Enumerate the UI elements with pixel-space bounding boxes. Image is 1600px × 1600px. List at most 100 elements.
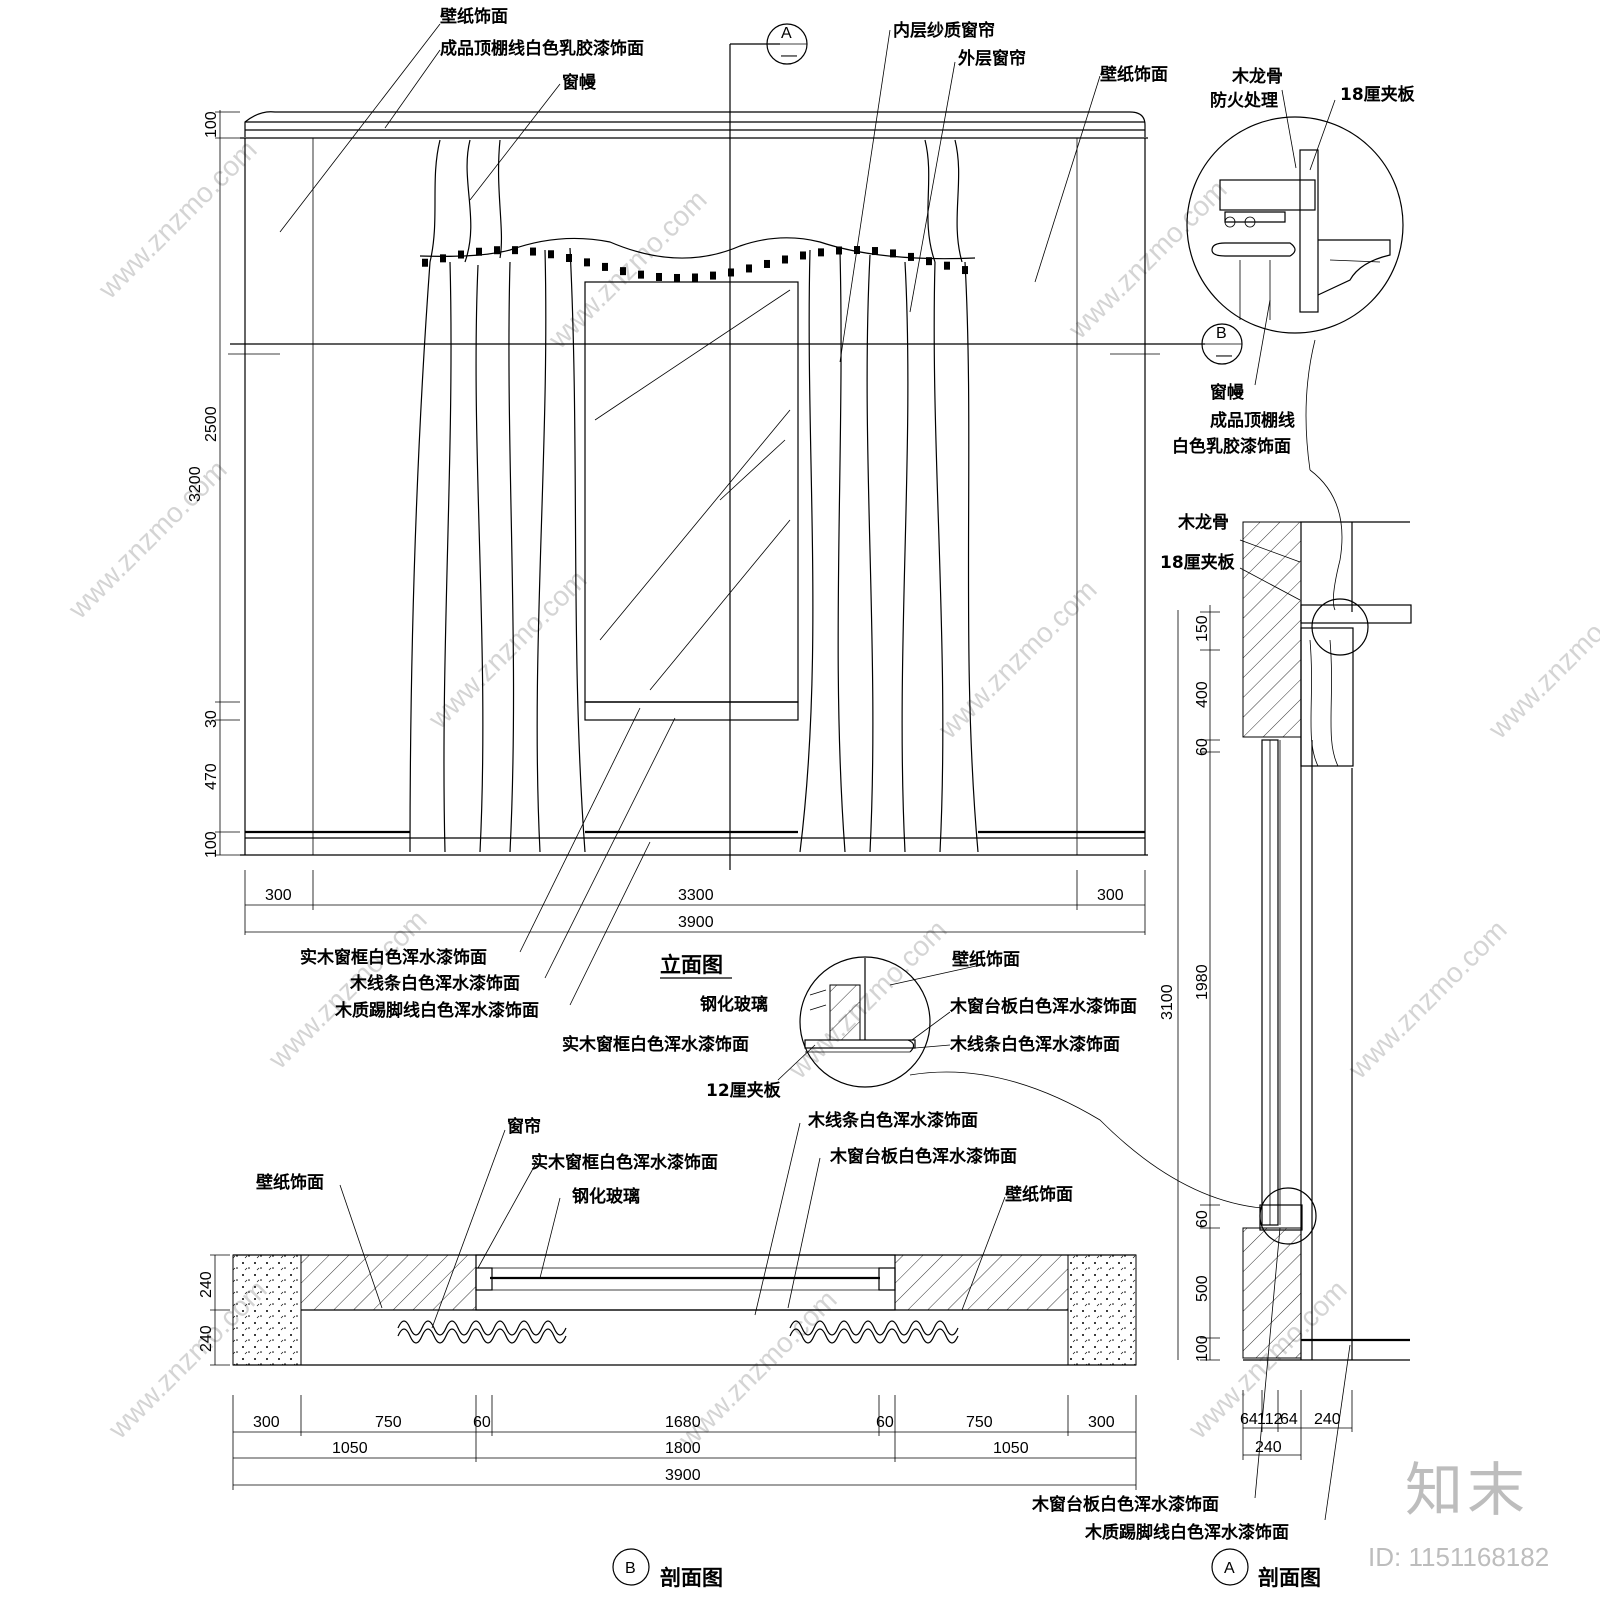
tassel (764, 259, 770, 268)
label-valance: 窗幔 (562, 72, 597, 93)
valance (419, 237, 976, 260)
dim-h: 3300 (678, 887, 714, 904)
section-a-title: 剖面图 (1258, 1566, 1321, 1590)
logo-id: ID: 1151168182 (1368, 1542, 1549, 1572)
section-b-marker-label: B (625, 1560, 636, 1577)
tassel (530, 247, 536, 256)
section-a-view: 150 400 60 1980 60 500 100 3100 64 112 6… (1031, 512, 1412, 1590)
tassel (638, 270, 644, 279)
tassel (800, 251, 806, 260)
tassel (476, 247, 482, 256)
section-b-label: 木窗台板白色浑水漆饰面 (829, 1146, 1017, 1167)
watermark-text: www.znzmo.com (1342, 914, 1513, 1085)
dim-v: 150 (1194, 615, 1211, 642)
tassel (494, 246, 500, 255)
tassel (710, 271, 716, 280)
dim-h: 300 (253, 1414, 280, 1431)
brand-logo: 知末 ID: 1151168182 (1368, 1456, 1549, 1572)
detail-top-label: 窗幔 (1210, 382, 1245, 403)
tassel (728, 268, 734, 277)
section-a-marker (1211, 1548, 1249, 1586)
section-marker-b-sub: — (1216, 347, 1232, 364)
dim-h: 240 (1255, 1439, 1282, 1456)
detail-sill-label: 钢化玻璃 (700, 994, 768, 1015)
dim-h: 300 (1088, 1414, 1115, 1431)
section-b-title: 剖面图 (660, 1566, 723, 1590)
section-a-marker-label: A (1224, 1560, 1235, 1577)
section-marker-a-label: A (781, 25, 792, 42)
tassel (962, 266, 968, 275)
dim-h: 1800 (665, 1440, 701, 1457)
tassel (746, 264, 752, 273)
section-a-label: 木龙骨 (1177, 512, 1229, 533)
curtain-fold (789, 1320, 959, 1344)
section-marker-b-label: B (1216, 325, 1227, 342)
tassel (602, 262, 608, 271)
section-marker-a-sub: — (781, 47, 797, 64)
watermark-text: www.znzmo.com (542, 184, 713, 355)
detail-top: 木龙骨 防火处理 18厘夹板 窗幔 成品顶棚线 白色乳胶漆饰面 (1172, 66, 1416, 611)
tassel (836, 246, 842, 255)
dim-v: 100 (203, 831, 220, 858)
label-frame: 实木窗框白色浑水漆饰面 (300, 947, 487, 968)
tassel (422, 258, 428, 267)
valance-tassels (422, 246, 968, 282)
dim-h: 1050 (332, 1440, 368, 1457)
dim-v: 60 (1194, 1210, 1211, 1228)
label-inner-curtain: 内层纱质窗帘 (893, 20, 995, 41)
dim-v: 240 (198, 1271, 215, 1298)
dim-v: 100 (1194, 1335, 1211, 1362)
dim-v: 30 (203, 710, 220, 728)
watermark-text: www.znzmo.com (782, 914, 953, 1085)
dim-v: 60 (1194, 738, 1211, 756)
section-b-label: 木线条白色浑水漆饰面 (807, 1110, 978, 1131)
dim-v: 100 (203, 111, 220, 138)
tassel (566, 254, 572, 263)
tassel (872, 247, 878, 256)
dim-h: 1050 (993, 1440, 1029, 1457)
tassel (458, 250, 464, 259)
section-b-label: 窗帘 (507, 1116, 541, 1137)
tassel (512, 246, 518, 255)
tassel (944, 261, 950, 270)
dim-h: 300 (265, 887, 292, 904)
dim-h: 112 (1257, 1411, 1283, 1428)
elevation-title: 立面图 (660, 953, 723, 977)
watermark-text: www.znzmo.com (62, 454, 233, 625)
detail-sill-label: 木线条白色浑水漆饰面 (949, 1034, 1120, 1055)
tassel (548, 250, 554, 259)
watermark-text: www.znzmo.com (1062, 174, 1233, 345)
tassel (656, 272, 662, 281)
detail-sill-label: 木窗台板白色浑水漆饰面 (949, 996, 1137, 1017)
dim-v: 2500 (203, 406, 220, 442)
section-b-label: 壁纸饰面 (256, 1172, 324, 1193)
dim-h: 64 (1240, 1411, 1258, 1428)
detail-sill-label: 12厘夹板 (706, 1080, 782, 1101)
detail-sill-label: 实木窗框白色浑水漆饰面 (562, 1034, 749, 1055)
detail-top-label: 18厘夹板 (1340, 84, 1416, 105)
tassel (818, 248, 824, 257)
label-wallpaper: 壁纸饰面 (440, 6, 508, 27)
dim-h: 750 (966, 1414, 993, 1431)
curtain-waves (397, 1320, 959, 1344)
dim-h: 64 (1280, 1411, 1298, 1428)
tassel (782, 255, 788, 264)
dim-h: 3900 (678, 914, 714, 931)
dim-h: 750 (375, 1414, 402, 1431)
label-wood-strip: 木线条白色浑水漆饰面 (349, 973, 520, 994)
detail-top-label: 成品顶棚线 (1210, 410, 1295, 431)
logo-text: 知末 (1405, 1456, 1529, 1524)
dim-v: 3200 (187, 466, 204, 502)
tassel (926, 257, 932, 266)
dim-h: 3900 (665, 1467, 701, 1484)
detail-top-label: 白色乳胶漆饰面 (1172, 436, 1291, 457)
dim-v: 470 (203, 763, 220, 790)
section-a-label: 木窗台板白色浑水漆饰面 (1031, 1494, 1219, 1515)
dim-v: 3100 (1159, 984, 1176, 1020)
left-curtain (409, 139, 586, 853)
tassel (890, 249, 896, 258)
dim-v: 240 (198, 1325, 215, 1352)
curtain-fold (397, 1320, 567, 1344)
dim-h: 240 (1314, 1411, 1341, 1428)
